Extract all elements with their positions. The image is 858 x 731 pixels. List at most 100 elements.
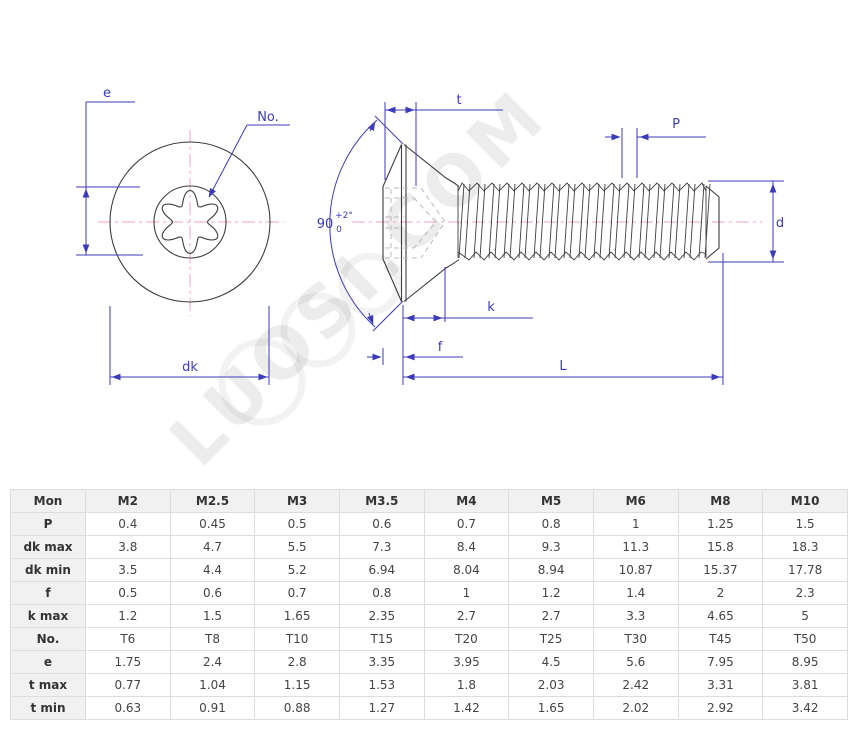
table-cell: 10.87 — [592, 558, 679, 582]
col-header: M10 — [762, 489, 848, 513]
table-cell: T30 — [592, 627, 679, 651]
row-label: P — [10, 512, 86, 536]
table-cell: 1.2 — [85, 604, 171, 628]
col-header: M5 — [508, 489, 594, 513]
table-cell: 1 — [592, 512, 679, 536]
table-cell: 0.5 — [85, 581, 171, 605]
table-cell: 6.94 — [338, 558, 425, 582]
table-cell: 0.7 — [254, 581, 340, 605]
col-header: M2 — [85, 489, 171, 513]
table-cell: 2.92 — [677, 696, 764, 720]
table-cell: 0.88 — [254, 696, 340, 720]
table-cell: 1.2 — [508, 581, 594, 605]
table-cell: 0.45 — [169, 512, 256, 536]
table-cell: 2.02 — [592, 696, 679, 720]
table-cell: 1.5 — [169, 604, 256, 628]
table-cell: 2.8 — [254, 650, 340, 674]
thread-end-chamfer — [705, 185, 720, 260]
table-cell: 8.94 — [508, 558, 594, 582]
row-label: e — [10, 650, 86, 674]
table-cell: 0.4 — [85, 512, 171, 536]
label-dk: dk — [182, 360, 198, 375]
table-cell: T45 — [677, 627, 764, 651]
torx-star — [161, 189, 219, 255]
table-cell: 1.53 — [338, 673, 425, 697]
head-outer-circle — [109, 141, 271, 303]
label-angle-zero: 0 — [336, 225, 342, 235]
table-cell: 2.35 — [338, 604, 425, 628]
col-header: M3.5 — [338, 489, 425, 513]
table-cell: 0.6 — [169, 581, 256, 605]
table-cell: 2.4 — [169, 650, 256, 674]
watermark-text: LUOSI.COM — [154, 73, 563, 482]
row-label: No. — [10, 627, 86, 651]
dimension-labels: e No. dk t P d 90 +2° 0 k f L — [103, 86, 784, 375]
label-angle: 90 — [317, 217, 334, 232]
table-cell: T6 — [85, 627, 171, 651]
row-label: f — [10, 581, 86, 605]
table-cell: 1.27 — [338, 696, 425, 720]
head-cone-top — [403, 144, 460, 187]
col-header: M3 — [254, 489, 340, 513]
table-cell: 1.5 — [762, 512, 848, 536]
row-label: t min — [10, 696, 86, 720]
col-header: M2.5 — [169, 489, 256, 513]
thread-crest-top — [457, 182, 707, 192]
table-cell: 3.35 — [338, 650, 425, 674]
table-cell: 3.31 — [677, 673, 764, 697]
row-label: k max — [10, 604, 86, 628]
table-cell: T15 — [338, 627, 425, 651]
label-k: k — [487, 300, 495, 315]
watermark-logo: LUOSI.COM — [154, 73, 563, 482]
label-angle-plus: +2° — [335, 211, 353, 221]
table-cell: 5.2 — [254, 558, 340, 582]
label-l: L — [559, 359, 567, 374]
technical-drawing: LUOSI.COM — [76, 73, 784, 482]
label-p: P — [672, 117, 680, 132]
table-cell: 1.42 — [423, 696, 510, 720]
table-cell: 2.03 — [508, 673, 594, 697]
table-cell: 7.3 — [338, 535, 425, 559]
table-cell: 2.7 — [423, 604, 510, 628]
table-cell: 11.3 — [592, 535, 679, 559]
table-cell: 15.37 — [677, 558, 764, 582]
front-view — [109, 141, 271, 303]
table-cell: 3.95 — [423, 650, 510, 674]
table-cell: 0.5 — [254, 512, 340, 536]
label-d: d — [776, 216, 784, 231]
table-cell: 3.81 — [762, 673, 848, 697]
table-cell: 4.4 — [169, 558, 256, 582]
table-cell: 4.65 — [677, 604, 764, 628]
table-cell: 0.7 — [423, 512, 510, 536]
table-cell: T50 — [762, 627, 848, 651]
table-cell: 3.3 — [592, 604, 679, 628]
table-cell: 1.25 — [677, 512, 764, 536]
side-view — [382, 144, 720, 302]
table-cell: 2.3 — [762, 581, 848, 605]
head-face — [382, 144, 403, 302]
table-cell: 4.5 — [508, 650, 594, 674]
table-cell: T8 — [169, 627, 256, 651]
row-label: dk min — [10, 558, 86, 582]
table-cell: 1.75 — [85, 650, 171, 674]
row-label: t max — [10, 673, 86, 697]
table-cell: 1.8 — [423, 673, 510, 697]
label-t: t — [456, 93, 461, 108]
recess-circle — [153, 185, 227, 259]
table-cell: 0.8 — [508, 512, 594, 536]
table-cell: 1.15 — [254, 673, 340, 697]
table-cell: 0.8 — [338, 581, 425, 605]
label-f: f — [438, 340, 443, 355]
table-cell: 3.8 — [85, 535, 171, 559]
col-header: M6 — [592, 489, 679, 513]
table-cell: 0.91 — [169, 696, 256, 720]
table-cell: 1 — [423, 581, 510, 605]
